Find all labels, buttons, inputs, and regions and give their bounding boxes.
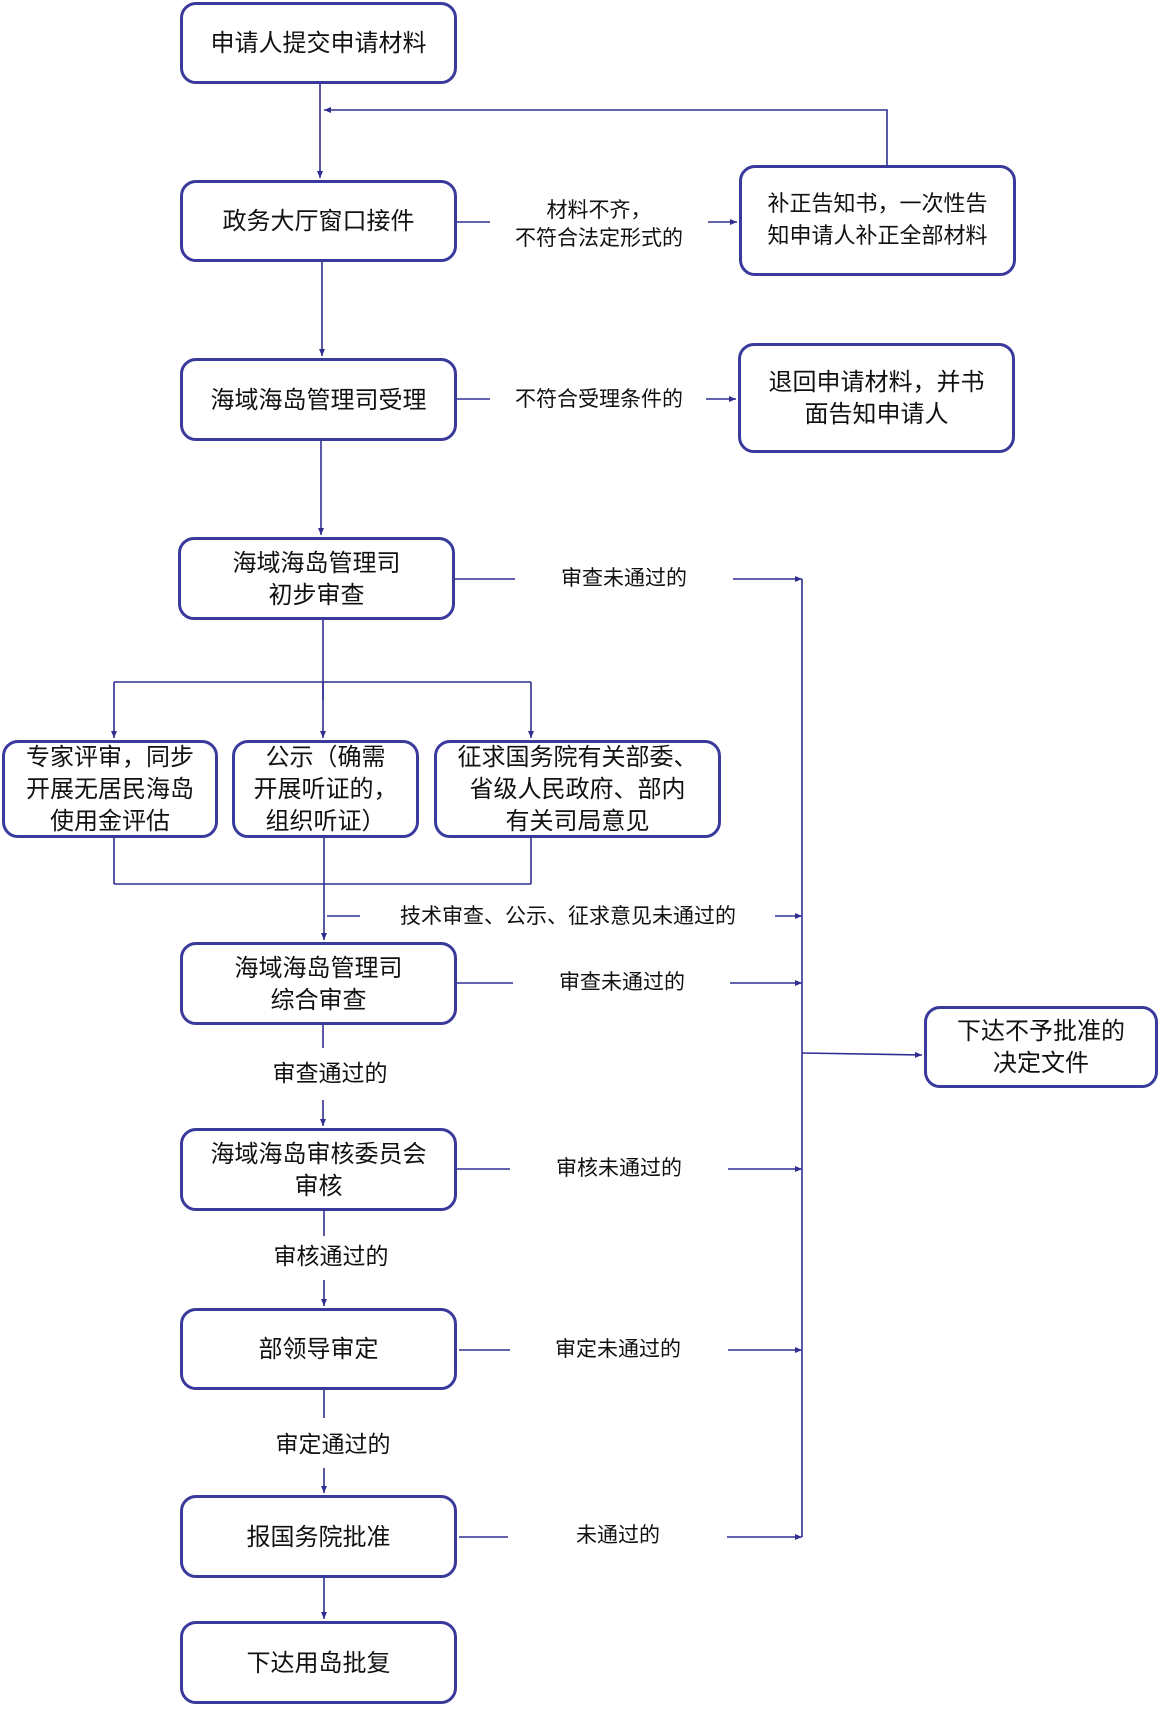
node-rejection-decision: 下达不予批准的 决定文件 xyxy=(924,1006,1158,1088)
label-comp-fail: 审查未通过的 xyxy=(559,970,685,994)
node-submit-application: 申请人提交申请材料 xyxy=(180,2,457,84)
node-accept: 海域海岛管理司受理 xyxy=(180,358,457,441)
label-incomplete: 材料不齐， 不符合法定形式的 xyxy=(515,198,683,250)
label-leader-fail: 审定未通过的 xyxy=(555,1337,681,1361)
label-not-eligible: 不符合受理条件的 xyxy=(515,387,683,411)
label-state-fail: 未通过的 xyxy=(576,1523,660,1547)
label-committee-pass: 审核通过的 xyxy=(273,1244,389,1270)
node-consultation: 征求国务院有关部委、 省级人民政府、部内 有关司局意见 xyxy=(434,740,721,838)
label-leader-pass: 审定通过的 xyxy=(275,1432,391,1458)
label-comp-pass: 审查通过的 xyxy=(272,1061,388,1087)
node-correction-notice: 补正告知书，一次性告 知申请人补正全部材料 xyxy=(739,165,1016,276)
node-expert-review: 专家评审，同步 开展无居民海岛 使用金评估 xyxy=(2,740,218,838)
node-publicity: 公示（确需 开展听证的， 组织听证） xyxy=(232,740,419,838)
label-committee-fail: 审核未通过的 xyxy=(556,1156,682,1180)
node-comprehensive-review: 海域海岛管理司 综合审查 xyxy=(180,942,457,1025)
arrow-trunk-to-rejection xyxy=(801,1051,923,1058)
node-issue-approval: 下达用岛批复 xyxy=(180,1621,457,1704)
node-leader-decision: 部领导审定 xyxy=(180,1308,457,1390)
node-state-council-approval: 报国务院批准 xyxy=(180,1495,457,1578)
label-prelim-fail: 审查未通过的 xyxy=(561,566,687,590)
label-tech-fail: 技术审查、公示、征求意见未通过的 xyxy=(400,904,736,928)
node-committee-review: 海域海岛审核委员会 审核 xyxy=(180,1128,457,1211)
arrow-correction-loop xyxy=(324,107,888,165)
node-preliminary-review: 海域海岛管理司 初步审查 xyxy=(178,537,455,620)
node-return-materials: 退回申请材料，并书 面告知申请人 xyxy=(738,343,1015,453)
node-window-reception: 政务大厅窗口接件 xyxy=(180,180,457,262)
